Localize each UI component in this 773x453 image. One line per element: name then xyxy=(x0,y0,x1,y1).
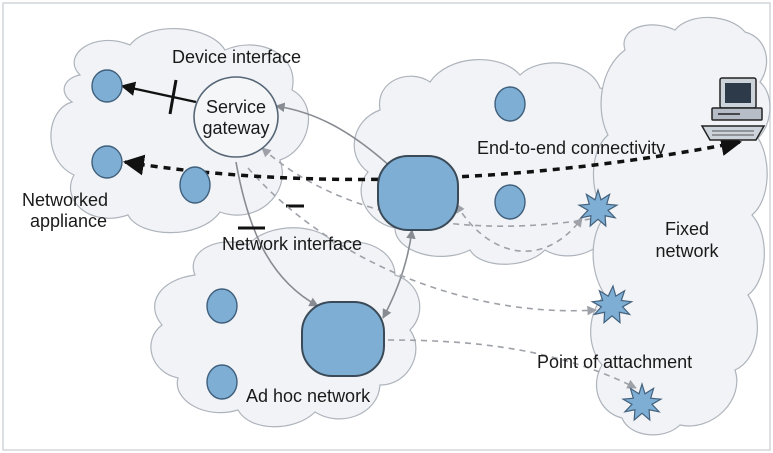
link-gateway-to-adhoc xyxy=(235,161,319,307)
link-gateway-to-appliance xyxy=(120,81,197,104)
point-of-attachment-label: Point of attachment xyxy=(537,352,692,372)
fixed-network-cloud xyxy=(590,16,771,436)
networked-appliance-label-line1: Networked xyxy=(22,190,108,210)
end-to-end-connectivity-label: End-to-end connectivity xyxy=(477,138,665,158)
device-interface-label: Device interface xyxy=(172,47,301,67)
networked-appliance-label-line2: appliance xyxy=(30,211,107,231)
node-core-2 xyxy=(494,184,526,220)
link-adhoc-to-ap3 xyxy=(387,339,637,389)
nodes xyxy=(91,69,526,400)
core-router xyxy=(377,155,459,231)
service-gateway xyxy=(193,76,279,158)
fixed-network-label-line1: Fixed xyxy=(665,219,709,239)
access-point-star-icon xyxy=(590,284,634,324)
network-interface-label: Network interface xyxy=(222,234,362,254)
node-appliance-3 xyxy=(179,166,211,204)
service-gateway-label-line1: Service xyxy=(206,97,266,117)
device-interface-tick xyxy=(168,79,178,115)
computer-icon xyxy=(700,77,766,141)
node-core-1 xyxy=(494,86,526,122)
fixed-network-label-line2: network xyxy=(655,241,719,261)
node-appliance-2 xyxy=(91,145,123,179)
link-core-to-ap1 xyxy=(455,203,583,252)
ad-hoc-network-label: Ad hoc network xyxy=(246,386,371,406)
access-point-star-icon xyxy=(577,187,619,228)
node-adhoc-2 xyxy=(206,364,238,400)
access-point-star-icon xyxy=(621,381,663,422)
node-adhoc-1 xyxy=(206,288,238,324)
service-gateway-label-line2: gateway xyxy=(202,118,269,138)
adhoc-router xyxy=(301,301,385,377)
node-appliance-1 xyxy=(91,69,123,103)
